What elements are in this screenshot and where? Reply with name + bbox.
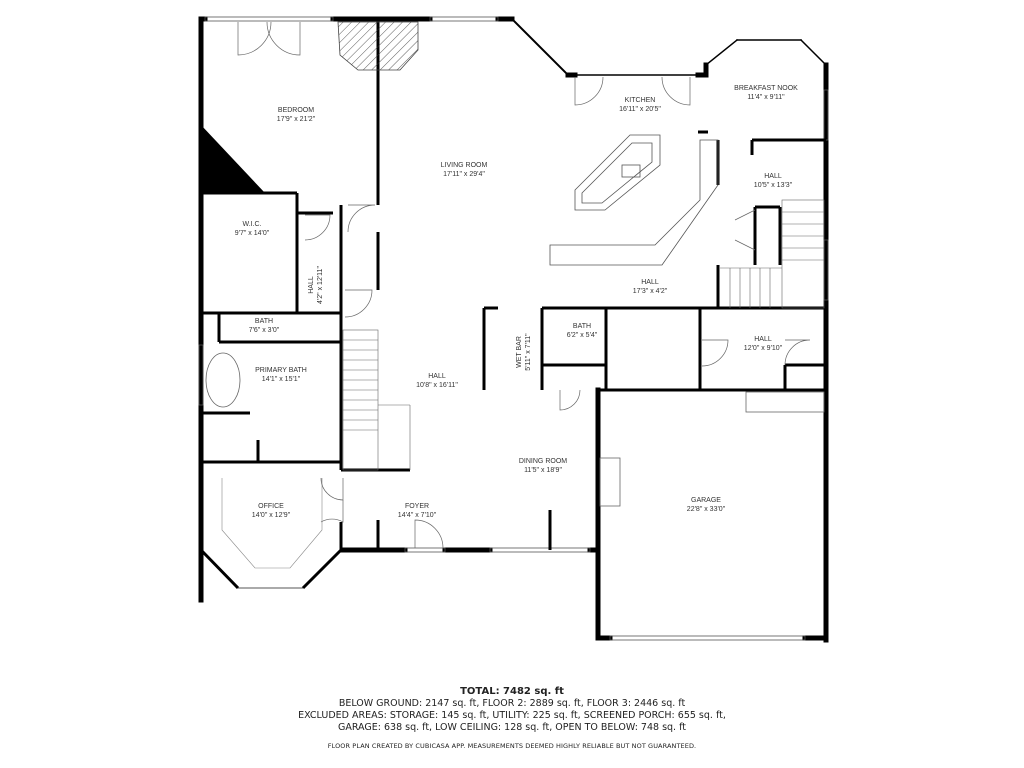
room-name: HALL [754,336,772,343]
room-dimensions: 11'5" x 18'9" [524,467,562,474]
room-dimensions: 9'7" x 14'0" [235,230,270,237]
room-name: PRIMARY BATH [255,367,307,374]
fireplace [337,21,419,71]
room-label-dining-room: DINING ROOM 11'5" x 18'9" [519,458,567,474]
room-label-bath-left: BATH 7'6" x 3'0" [249,318,280,334]
room-name: BEDROOM [278,107,314,114]
room-dimensions: 14'1" x 15'1" [262,376,301,383]
windows [198,16,829,641]
room-label-hall-main: HALL 10'8" x 16'11" [416,373,458,389]
room-dimensions: 22'8" x 33'0" [687,506,726,513]
room-dimensions: 6'2" x 5'4" [567,332,598,339]
garage-storage [599,391,825,507]
kitchen-counter [549,139,719,266]
room-name: BREAKFAST NOOK [734,85,798,92]
room-label-foyer: FOYER 14'4" x 7'10" [398,503,437,519]
doors [237,21,811,549]
bedroom-low-ceiling-area [201,125,265,193]
room-label-bedroom: BEDROOM 17'9" x 21'2" [277,107,316,123]
disclaimer: FLOOR PLAN CREATED BY CUBICASA APP. MEAS… [327,742,697,750]
room-dimensions: 17'3" x 4'2" [633,288,668,295]
room-label-hall-upper-right: HALL 10'5" x 13'3" [754,173,793,189]
floor-areas: BELOW GROUND: 2147 sq. ft, FLOOR 2: 2889… [338,698,686,709]
room-label-living-room: LIVING ROOM 17'11" x 29'4" [441,162,488,178]
room-name: GARAGE [691,497,721,504]
room-dimensions: 7'6" x 3'0" [249,327,280,334]
room-dimensions: 14'0" x 12'9" [252,512,291,519]
room-labels: BEDROOM 17'9" x 21'2" LIVING ROOM 17'11" x … [235,85,798,519]
exterior-walls [198,16,829,643]
excluded-areas-line2: GARAGE: 638 sq. ft, LOW CEILING: 128 sq.… [337,722,686,733]
room-name: BATH [573,323,591,330]
stairs-left [342,329,411,471]
room-label-garage: GARAGE 22'8" x 33'0" [687,497,726,513]
room-dimensions: 10'8" x 16'11" [416,382,458,389]
room-name: WET BAR [516,336,523,368]
room-dimensions: 16'11" x 20'5" [619,106,661,113]
room-label-hall-center: HALL 17'3" x 4'2" [633,279,668,295]
interior-walls [201,19,826,550]
room-name: OFFICE [258,503,284,510]
room-label-breakfast-nook: BREAKFAST NOOK 11'4" x 9'11" [734,85,798,101]
room-name: HALL [428,373,446,380]
room-dimensions: 10'5" x 13'3" [754,182,793,189]
room-label-kitchen: KITCHEN 16'11" x 20'5" [619,97,661,113]
room-label-wic: W.I.C. 9'7" x 14'0" [235,221,270,237]
room-label-primary-bath: PRIMARY BATH 14'1" x 15'1" [255,367,307,383]
room-dimensions: 12'0" x 9'10" [744,345,783,352]
stairs-right [720,199,825,309]
room-name: DINING ROOM [519,458,567,465]
room-dimensions: 11'4" x 9'11" [747,94,785,101]
room-name: HALL [764,173,782,180]
room-label-office: OFFICE 14'0" x 12'9" [252,503,291,519]
kitchen-island [574,134,661,211]
room-dimensions: 17'11" x 29'4" [443,171,485,178]
room-name: KITCHEN [625,97,656,104]
room-label-bath-center: BATH 6'2" x 5'4" [567,323,598,339]
room-dimensions: 17'9" x 21'2" [277,116,316,123]
room-name: FOYER [405,503,429,510]
room-label-hall-right: HALL 12'0" x 9'10" [744,336,783,352]
room-name: LIVING ROOM [441,162,488,169]
room-name: W.I.C. [242,221,261,228]
office-bay-window [199,548,343,590]
room-dimensions: 4'2" x 12'11" [317,266,324,304]
office-interior-outline [221,478,323,569]
room-name: HALL [641,279,659,286]
room-name: BATH [255,318,273,325]
bathtub [205,352,241,408]
room-dimensions: 5'11" x 7'11" [525,333,532,371]
total-area: TOTAL: 7482 sq. ft [460,686,564,697]
excluded-areas-line1: EXCLUDED AREAS: STORAGE: 145 sq. ft, UTI… [298,710,726,721]
room-name: HALL [308,276,315,294]
room-dimensions: 14'4" x 7'10" [398,512,437,519]
